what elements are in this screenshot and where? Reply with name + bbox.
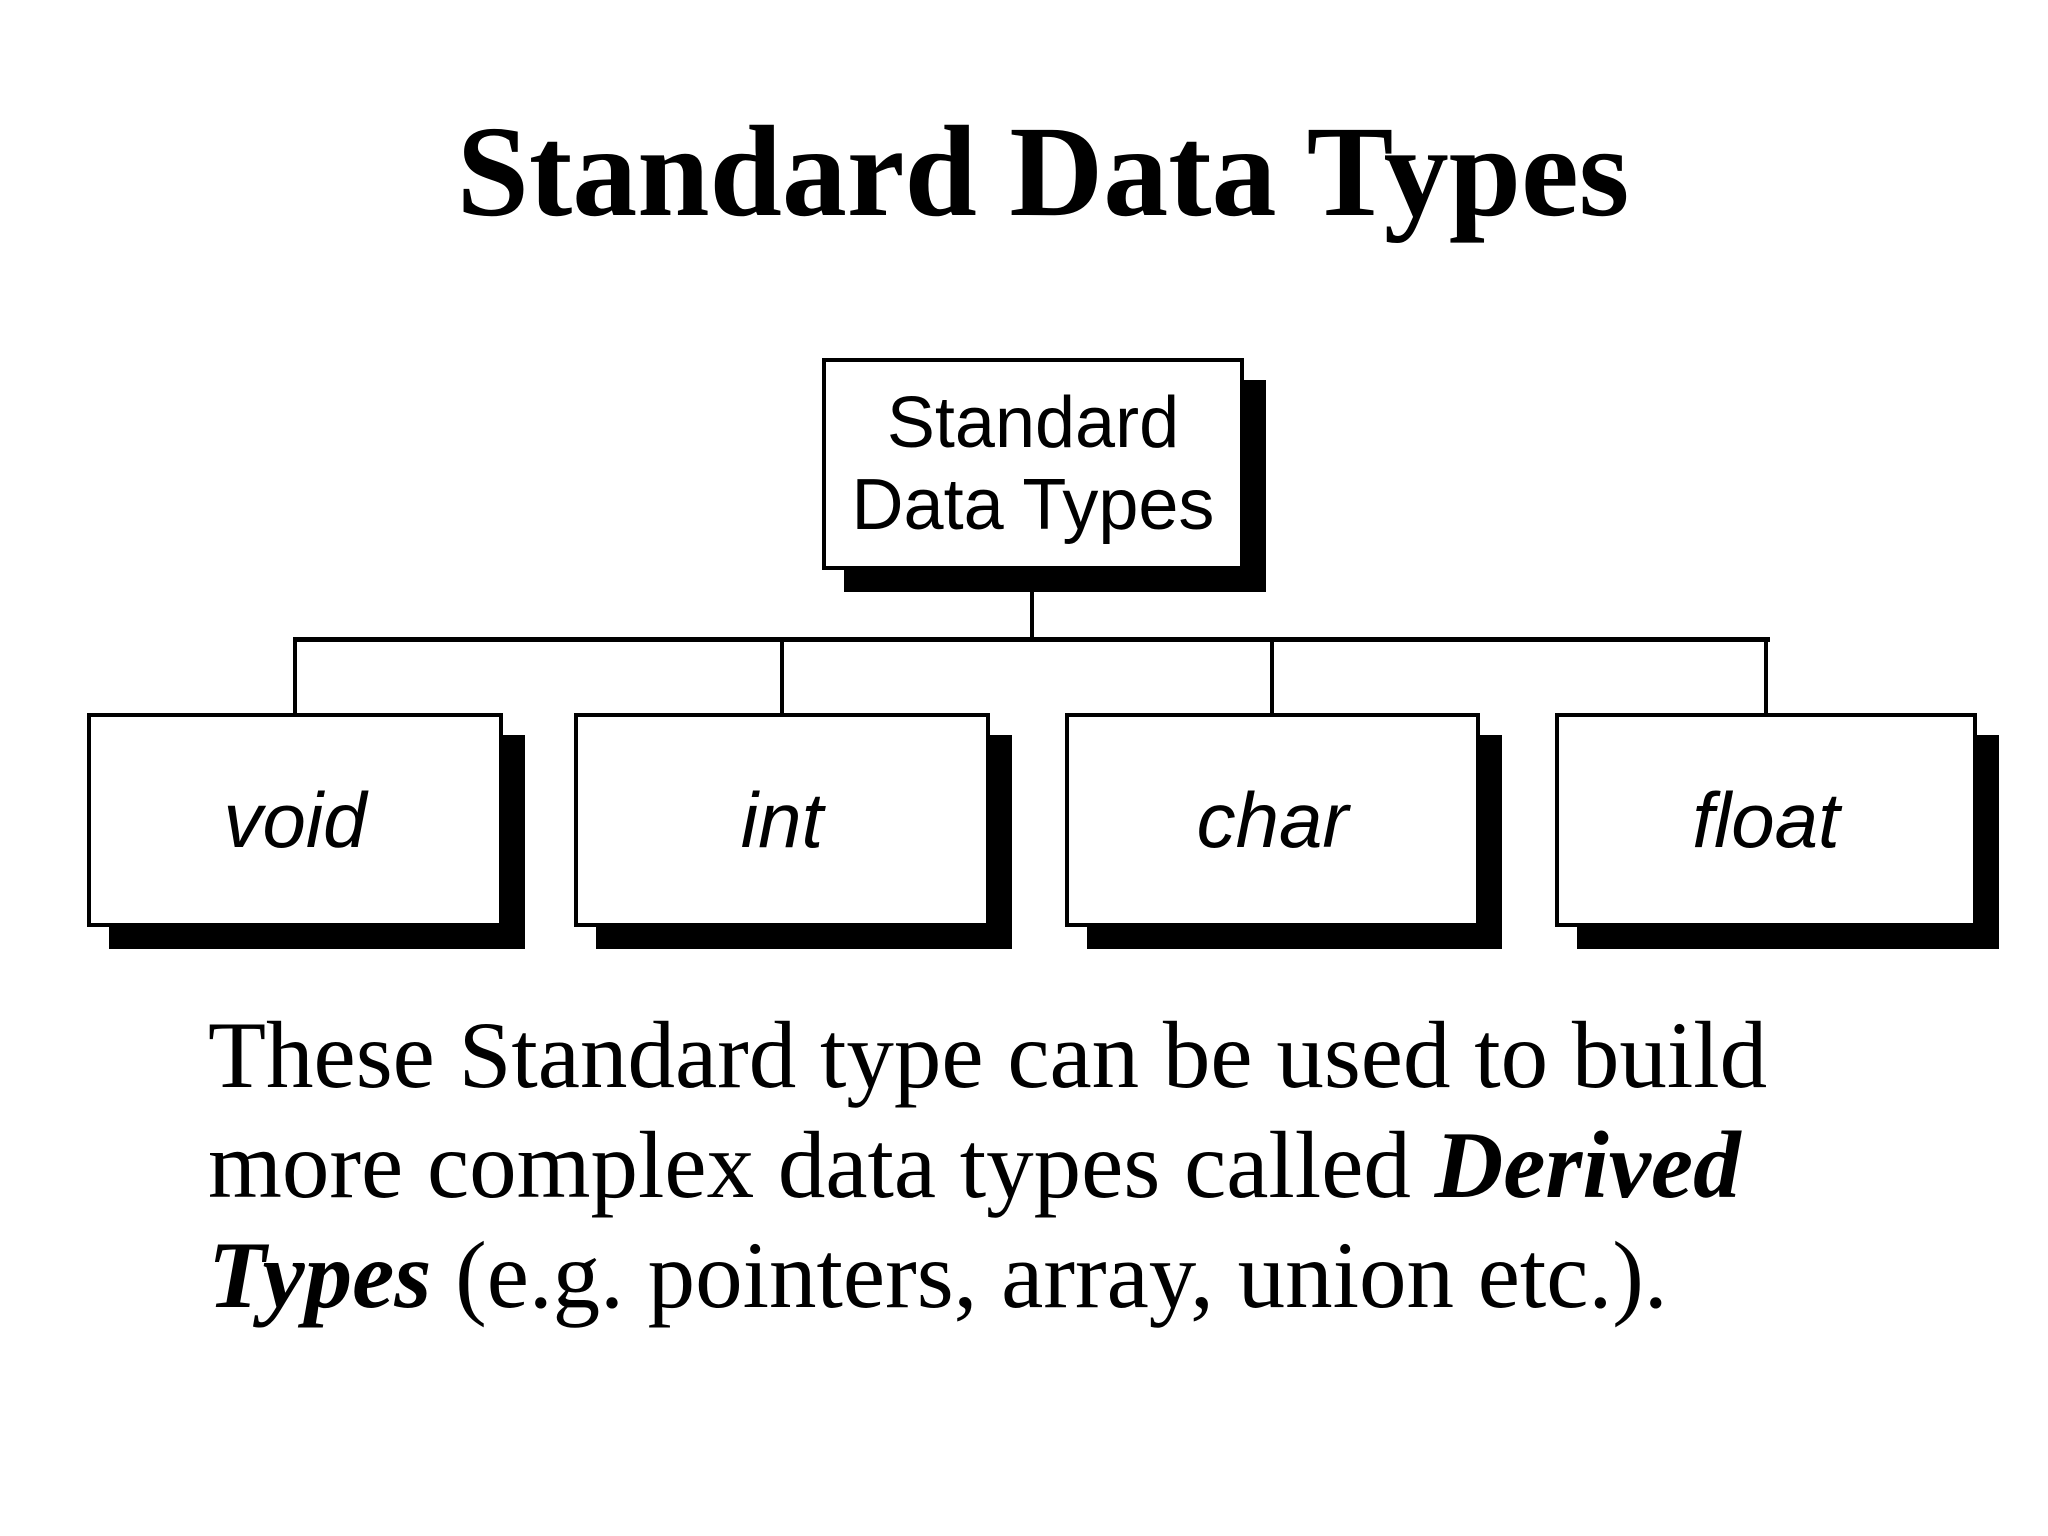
body-line-3-bold-text: Types (208, 1222, 432, 1328)
body-paragraph: These Standard type can be used to build… (208, 1000, 1808, 1330)
body-line-2-text: more complex data types called (208, 1112, 1435, 1218)
tree-node-void: void (87, 713, 503, 927)
connector-drop-int (780, 640, 784, 716)
node-void-label: void (223, 776, 367, 864)
connector-drop-void (293, 640, 297, 716)
tree-node-char: char (1065, 713, 1480, 927)
body-line-1: These Standard type can be used to build (208, 1000, 1808, 1110)
connector-horizontal-line (293, 637, 1770, 642)
slide-title: Standard Data Types (456, 100, 1630, 244)
body-line-1-text: These Standard type can be used to build (208, 1002, 1768, 1108)
tree-root-node: Standard Data Types (822, 358, 1244, 570)
tree-node-int: int (574, 713, 990, 927)
tree-node-float: float (1555, 713, 1977, 927)
body-line-3: Types (e.g. pointers, array, union etc.)… (208, 1220, 1808, 1330)
node-int-label: int (740, 776, 824, 864)
root-label-line-1: Standard (886, 383, 1180, 463)
body-line-3-text: (e.g. pointers, array, union etc.). (431, 1222, 1668, 1328)
root-label-line-2: Data Types (851, 465, 1215, 545)
connector-drop-char (1270, 640, 1274, 716)
body-line-2: more complex data types called Derived (208, 1110, 1808, 1220)
connector-root-stub (1030, 568, 1034, 640)
body-line-2-bold-text: Derived (1434, 1112, 1741, 1218)
node-float-label: float (1692, 776, 1840, 864)
node-char-label: char (1196, 776, 1349, 864)
connector-drop-float (1764, 640, 1768, 716)
